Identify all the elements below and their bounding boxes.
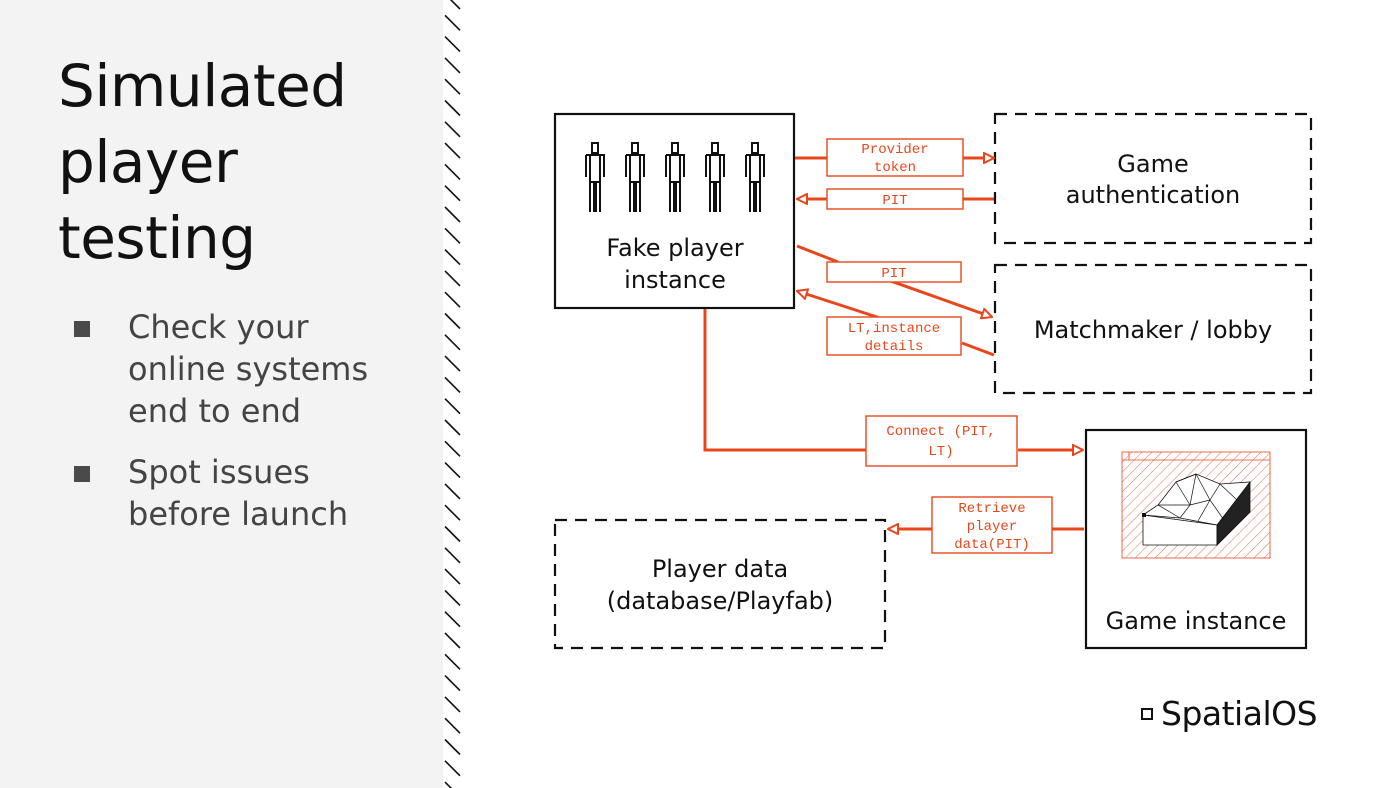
bullet-item: Spot issues before launch	[72, 451, 388, 535]
edge-label: details	[865, 339, 924, 355]
hatch-line	[444, 462, 461, 479]
edge-lt-instance-details	[797, 291, 995, 357]
hatch-line	[444, 696, 461, 713]
spatialos-logo: SpatialOS	[1141, 694, 1318, 733]
hatch-line	[444, 717, 461, 734]
player-figures-icon	[585, 142, 765, 212]
hatch-line	[444, 249, 461, 266]
node-label: Fake player	[606, 234, 743, 262]
title-line: Simulated	[58, 52, 347, 120]
left-panel: Simulated player testing Check your onli…	[0, 0, 443, 788]
hatch-line	[444, 611, 461, 628]
bullet-line: Check your	[128, 308, 309, 346]
edge-label: PIT	[882, 193, 907, 209]
edge-label-box	[931, 496, 1053, 554]
edge-label-box	[826, 316, 962, 356]
title-line: player	[58, 128, 238, 196]
player-figure-icon	[665, 142, 685, 212]
edge-label: LT)	[928, 444, 953, 460]
edge-label: token	[874, 160, 916, 176]
hatch-line	[444, 675, 461, 692]
edge-label-box	[865, 415, 1018, 467]
bullet-line: online systems	[128, 350, 369, 388]
node-game-instance: Game instance	[1084, 428, 1308, 650]
edge-label: LT,instance	[848, 321, 940, 337]
hatch-line	[444, 270, 461, 287]
hatch-line	[444, 334, 461, 351]
title-line: testing	[58, 204, 256, 272]
node-player-data: Player data (database/Playfab)	[553, 518, 887, 650]
edge-label-box	[826, 188, 964, 210]
bullet-line: Spot issues	[128, 453, 310, 491]
hatch-line	[444, 355, 461, 372]
node-label: instance	[624, 266, 726, 294]
hatch-line	[449, 0, 461, 10]
slide-title: Simulated player testing	[58, 48, 347, 276]
edge-label-box	[826, 261, 962, 283]
hatch-line	[444, 312, 461, 330]
edge-label: Retrieve	[958, 501, 1025, 517]
edge-pit-matchmaker	[796, 244, 992, 317]
edge-label: PIT	[881, 266, 906, 282]
player-figure-icon	[585, 142, 605, 212]
edge-label-box	[826, 138, 964, 177]
hatch-line	[444, 78, 461, 95]
square-bullet-icon	[74, 466, 90, 482]
hatch-line	[444, 142, 461, 159]
edge-connect	[703, 309, 1083, 450]
edge-label: Connect (PIT,	[886, 424, 995, 440]
hatch-line	[444, 14, 461, 31]
hatch-divider	[444, 0, 461, 788]
player-figure-icon	[705, 142, 725, 212]
hatch-line	[444, 376, 461, 393]
spatialos-square-icon	[1141, 707, 1153, 720]
hatch-line	[444, 589, 461, 606]
hatch-line	[444, 568, 461, 585]
hatch-line	[444, 398, 461, 415]
hatch-line	[444, 163, 461, 180]
node-game-authentication: Game authentication	[993, 112, 1313, 245]
edge-label: data(PIT)	[954, 537, 1030, 553]
hatch-line	[444, 57, 461, 74]
logo-text: SpatialOS	[1161, 694, 1318, 733]
square-bullet-icon	[74, 321, 90, 337]
hatch-line	[444, 760, 461, 777]
hatch-line	[444, 547, 461, 564]
node-label: Matchmaker / lobby	[1034, 316, 1272, 344]
hatch-line	[444, 291, 461, 308]
hatch-line	[444, 36, 461, 53]
player-figure-icon	[625, 142, 645, 212]
hatch-line	[444, 99, 461, 117]
hatch-line	[444, 121, 461, 138]
hatch-line	[444, 419, 461, 436]
node-label: (database/Playfab)	[607, 587, 834, 615]
hatch-line	[444, 653, 461, 670]
bullet-line: before launch	[128, 495, 349, 533]
hatch-line	[444, 738, 461, 756]
hatch-line	[444, 525, 461, 543]
node-label: authentication	[1066, 181, 1240, 209]
hatch-line	[444, 632, 461, 649]
bullet-list: Check your online systems end to end Spo…	[72, 306, 388, 554]
node-label: Game	[1117, 150, 1188, 178]
node-matchmaker-lobby: Matchmaker / lobby	[993, 263, 1313, 395]
hatch-line	[444, 206, 461, 223]
hatch-line	[444, 440, 461, 457]
hatch-line	[444, 483, 461, 500]
hatch-line	[444, 781, 453, 788]
hatch-line	[444, 227, 461, 244]
bullet-line: end to end	[128, 392, 302, 430]
hatch-line	[444, 185, 461, 202]
terrain-mesh-icon	[1121, 451, 1271, 559]
node-label: Player data	[652, 555, 788, 583]
hatch-line	[444, 504, 461, 521]
edge-label: player	[967, 519, 1017, 535]
edge-label: Provider	[861, 142, 928, 158]
node-label: Game instance	[1106, 607, 1287, 635]
player-figure-icon	[745, 142, 765, 212]
bullet-item: Check your online systems end to end	[72, 306, 388, 432]
node-fake-player-instance: Fake player instance	[553, 112, 796, 310]
